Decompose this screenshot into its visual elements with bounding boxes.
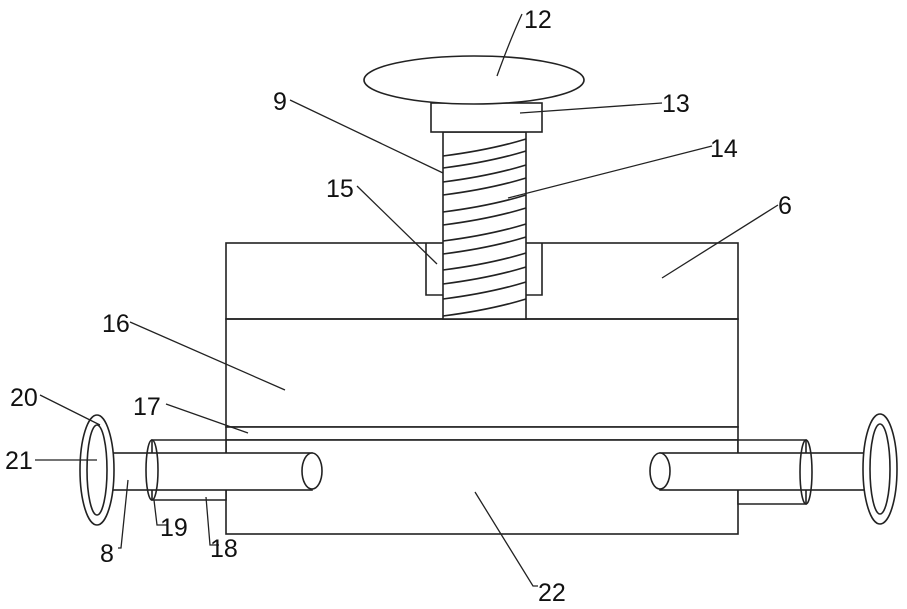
left-pipe-end [302, 453, 322, 489]
label-9: 9 [273, 88, 287, 116]
right-pipe [660, 453, 870, 490]
right-pipe-end [650, 453, 670, 489]
plate-17 [226, 427, 738, 440]
screw-14 [443, 132, 526, 319]
handwheel-12 [364, 56, 584, 104]
nut-13 [431, 103, 542, 132]
right-flange [863, 414, 897, 524]
label-15: 15 [326, 175, 354, 203]
hatched-layer-16 [226, 319, 738, 427]
label-8: 8 [100, 540, 114, 568]
label-12: 12 [524, 6, 552, 34]
label-16: 16 [102, 310, 130, 338]
label-22: 22 [538, 579, 566, 607]
label-13: 13 [662, 90, 690, 118]
label-6: 6 [778, 192, 792, 220]
left-flange-20 [80, 415, 114, 525]
left-pipe-8 [100, 453, 312, 490]
label-21: 21 [5, 447, 33, 475]
label-20: 20 [10, 384, 38, 412]
label-14: 14 [710, 135, 738, 163]
label-19: 19 [160, 514, 188, 542]
label-18: 18 [210, 535, 238, 563]
label-17: 17 [133, 393, 161, 421]
